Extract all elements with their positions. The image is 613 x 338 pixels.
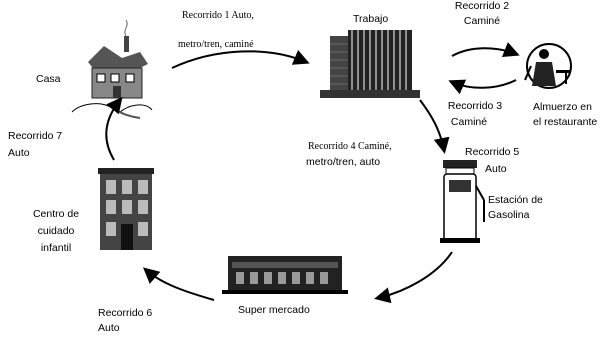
office-building-illustration [320, 30, 420, 98]
node-trabajo-label: Trabajo [353, 13, 389, 25]
node-cuidado-label-line2: cuidado [37, 225, 75, 237]
route-4-label-line2: metro/tren, auto [306, 156, 381, 168]
route-6-label-line2: Auto [98, 322, 120, 334]
node-estacion-label-line2: Gasolina [488, 209, 530, 221]
gas-pump-illustration [440, 160, 485, 243]
route-4-label-line1: Recorrido 4 Caminé, [308, 141, 392, 152]
node-cuidado-label-line3: infantil [40, 242, 72, 254]
node-supermercado-label: Super mercado [238, 304, 310, 316]
arrow-route-to-market [374, 251, 453, 304]
route-2-label-line2: Caminé [463, 15, 501, 27]
route-1-label-line2: metro/tren, caminé [178, 39, 254, 50]
route-6-label-line1: Recorrido 6 [98, 307, 153, 319]
route-2-label-line1: Recorrido 2 [454, 0, 510, 12]
restaurant-illustration [524, 43, 572, 89]
arrow-route-3 [448, 79, 517, 95]
route-7-label-line2: Auto [8, 147, 30, 159]
node-cuidado-label-line1: Centro de [32, 208, 80, 220]
route-3-label-line2: Caminé [450, 116, 488, 128]
route-5-label-line1: Recorrido 5 [465, 146, 520, 158]
node-casa-label: Casa [36, 73, 61, 85]
route-1-label-line1: Recorrido 1 Auto, [182, 10, 254, 21]
house-illustration [71, 19, 153, 119]
arrow-route-1 [171, 49, 310, 69]
node-estacion-label-line1: Estación de [488, 194, 543, 206]
arrow-route-2 [451, 42, 520, 57]
route-3-label-line1: Recorrido 3 [447, 100, 503, 112]
childcare-building-illustration [98, 168, 154, 250]
arrow-route-7 [105, 96, 123, 161]
route-7-label-line1: Recorrido 7 [8, 130, 63, 142]
arrow-route-4-5 [419, 99, 450, 154]
node-almuerzo-label-line1: Almuerzo en [533, 101, 592, 113]
arrow-route-6 [142, 267, 215, 301]
supermarket-illustration [222, 256, 348, 294]
node-almuerzo-label-line2: el restaurante [533, 116, 598, 128]
route-5-label-line2: Auto [485, 163, 507, 175]
